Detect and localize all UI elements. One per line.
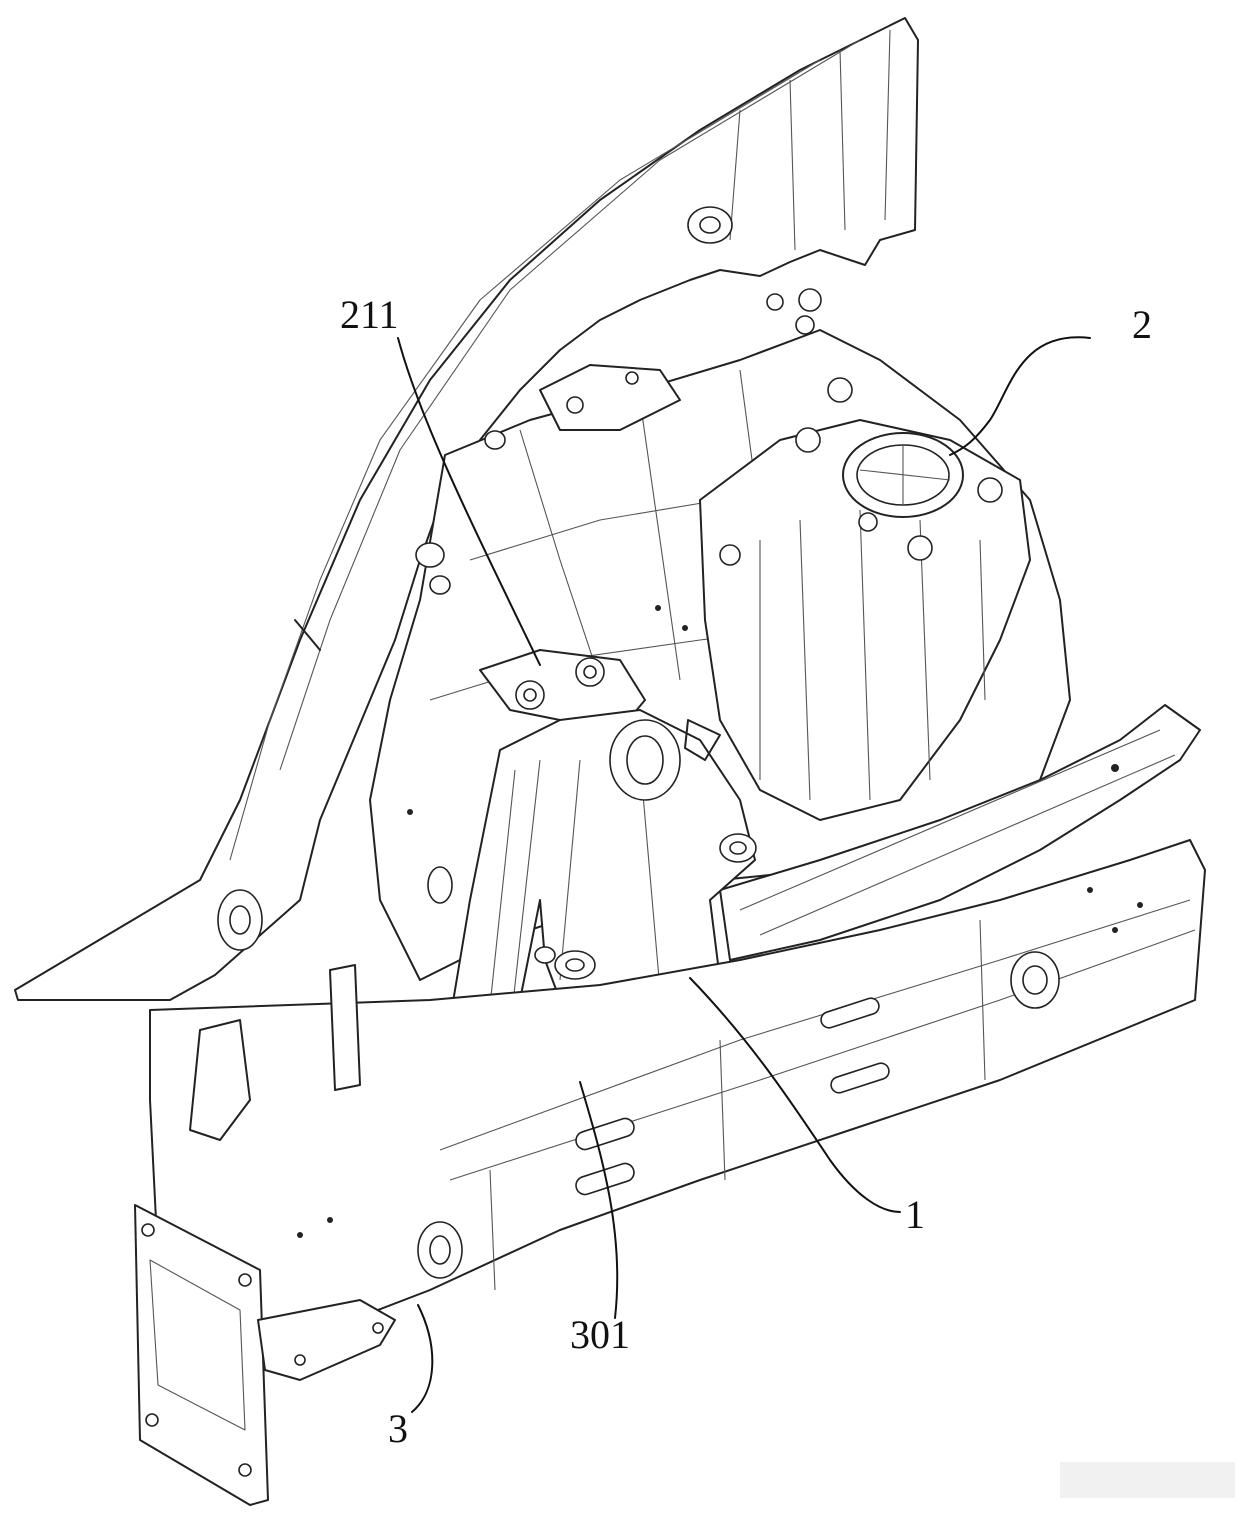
leader-line-3: [411, 1304, 434, 1413]
ref-numeral-211: 211: [340, 292, 399, 337]
shock-tower: [539, 288, 1031, 821]
leader-line-2: [949, 336, 1091, 456]
upper-rail: [719, 704, 1201, 961]
ref-numeral-3: 3: [388, 1406, 408, 1451]
leader-line-1: [689, 977, 901, 1213]
ref-numeral-2: 2: [1132, 302, 1152, 347]
leader-line-301: [579, 1081, 619, 1319]
ref-numeral-1: 1: [905, 1192, 925, 1237]
wheelhouse-panel: [14, 17, 919, 1001]
leader-line-211: [397, 337, 541, 666]
watermark-blur: [1060, 1462, 1235, 1498]
ref-numeral-301: 301: [570, 1312, 630, 1357]
front-mounting-plate: [134, 1204, 396, 1506]
